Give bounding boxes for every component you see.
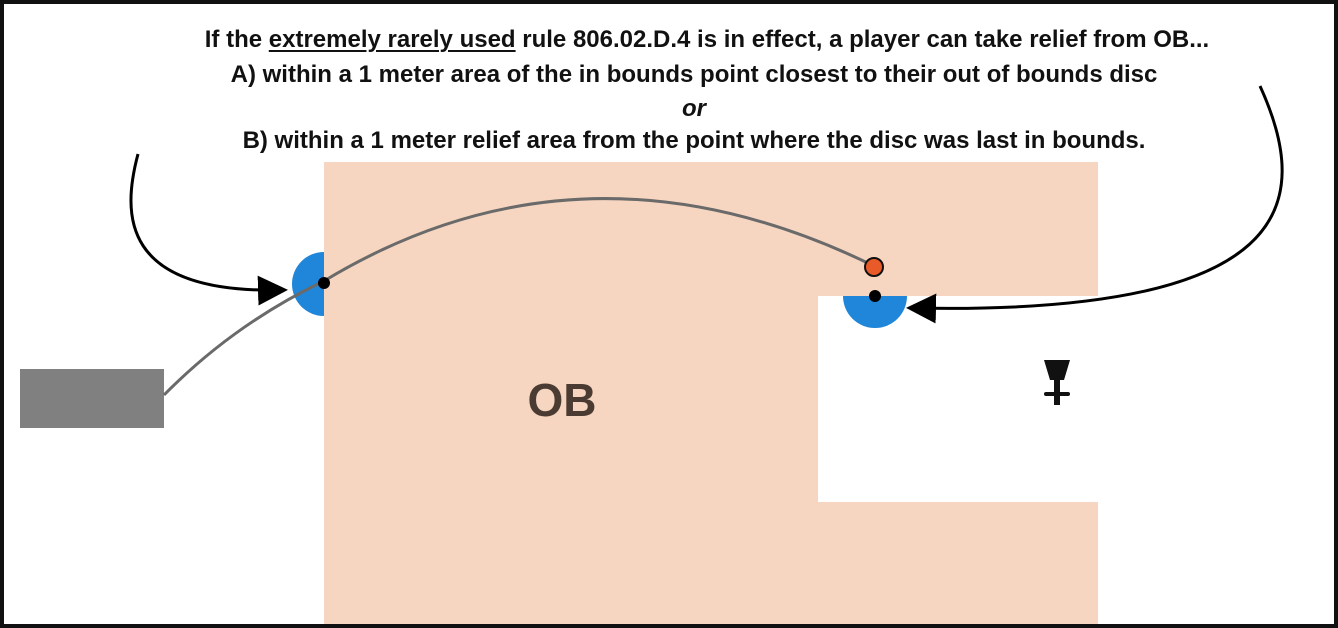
ob-label: OB xyxy=(528,374,597,426)
relief-area-a xyxy=(843,296,907,328)
tee-pad xyxy=(20,369,164,428)
arrow-option-a xyxy=(906,85,1284,324)
flight-path xyxy=(162,197,875,397)
disc-marker xyxy=(864,257,884,277)
caption-suffix: rule 806.02.D.4 is in effect, a player c… xyxy=(515,26,1210,53)
nearest-in-bounds-point xyxy=(869,290,881,302)
caption-option-b: B) within a 1 meter relief area from the… xyxy=(242,127,1146,154)
last-in-bounds-point xyxy=(318,277,330,289)
caption-option-a: A) within a 1 meter area of the in bound… xyxy=(230,61,1158,88)
arrow-option-b xyxy=(129,153,288,306)
caption-line-intro: If the extremely rarely used rule 806.02… xyxy=(42,26,1338,54)
caption-emphasis: extremely rarely used xyxy=(268,26,516,53)
caption-or: or xyxy=(682,95,706,122)
caption-prefix: If the xyxy=(204,26,269,53)
relief-area-b xyxy=(292,252,324,316)
ob-diagram: OB xyxy=(20,85,1284,624)
ob-zone xyxy=(324,162,1098,624)
basket-icon xyxy=(1044,360,1070,405)
